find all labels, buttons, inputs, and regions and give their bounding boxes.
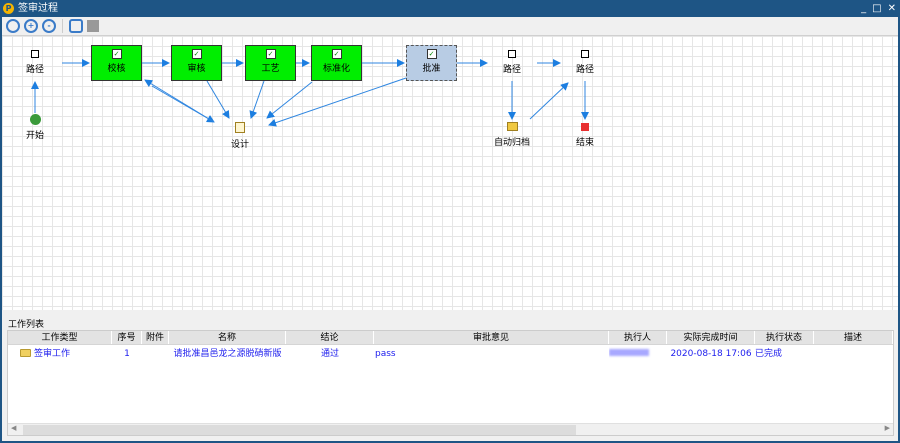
task-icon: ✓ <box>426 49 437 59</box>
node-label: 路径 <box>25 65 44 75</box>
cell-status: 已完成 <box>755 349 783 359</box>
cell-desc <box>814 346 893 362</box>
design-node[interactable]: 设计 <box>225 122 255 150</box>
archive-icon <box>506 122 518 131</box>
worklist-panel: 工作列表 工作类型 序号 附件 名称 结论 审批意见 执行人 实际完成时间 执行… <box>2 310 898 441</box>
route-node-3[interactable]: 路径 <box>570 50 600 75</box>
design-icon <box>235 122 245 133</box>
worklist-table: 工作类型 序号 附件 名称 结论 审批意见 执行人 实际完成时间 执行状态 描述… <box>7 330 894 436</box>
archive-node[interactable]: 自动归档 <box>487 122 537 148</box>
cell-executor <box>609 346 667 362</box>
node-label: 校核 <box>107 64 126 74</box>
column-header[interactable]: 名称 <box>169 331 286 344</box>
scroll-right-icon[interactable]: ▶ <box>884 424 890 432</box>
title-bar: P 签审过程 _ □ ✕ <box>0 0 900 17</box>
task-icon: ✓ <box>265 49 276 59</box>
workflow-edges <box>31 59 589 127</box>
workflow-canvas: 路径 开始 ✓ 校核 ✓ 审核 ✓ 工艺 ✓ 标准化 ✓ 批准 路径 路径 自动归档 结束… <box>2 36 898 310</box>
maximize-button[interactable]: □ <box>872 3 882 14</box>
column-header[interactable]: 结论 <box>286 331 374 344</box>
start-icon <box>29 114 41 125</box>
column-header[interactable]: 实际完成时间 <box>667 331 755 344</box>
cell-seq: 1 <box>124 349 130 359</box>
toolbar: + - <box>2 17 898 36</box>
zoom-in-icon[interactable]: + <box>24 19 38 33</box>
route-icon <box>581 50 589 58</box>
task-icon: ✓ <box>111 49 122 59</box>
zoom-fit-icon[interactable] <box>6 19 20 33</box>
horizontal-scrollbar[interactable]: ◀ ▶ <box>8 423 893 435</box>
table-header: 工作类型 序号 附件 名称 结论 审批意见 执行人 实际完成时间 执行状态 描述 <box>8 331 893 345</box>
task-node-review[interactable]: ✓ 审核 <box>171 45 222 81</box>
cell-finish-time: 2020-08-18 17:06 <box>670 349 752 359</box>
type-text: 签审工作 <box>34 349 71 359</box>
end-icon <box>581 123 589 131</box>
scroll-left-icon[interactable]: ◀ <box>11 424 17 432</box>
task-node-check[interactable]: ✓ 校核 <box>91 45 142 81</box>
cell-type: 签审工作 <box>8 346 112 362</box>
close-button[interactable]: ✕ <box>887 3 896 14</box>
scrollbar-thumb[interactable] <box>23 425 576 435</box>
column-header[interactable]: 描述 <box>814 331 893 344</box>
column-header[interactable]: 审批意见 <box>374 331 609 344</box>
folder-icon <box>20 349 31 357</box>
column-header[interactable]: 执行人 <box>609 331 667 344</box>
task-node-standard[interactable]: ✓ 标准化 <box>311 45 362 81</box>
comment-icon[interactable] <box>87 20 99 32</box>
app-logo-icon: P <box>3 3 14 14</box>
node-label: 路径 <box>502 65 521 75</box>
column-header[interactable]: 执行状态 <box>755 331 814 344</box>
node-label: 批准 <box>422 64 441 74</box>
node-label: 结束 <box>575 138 594 148</box>
node-label: 开始 <box>25 131 44 141</box>
node-label: 标准化 <box>322 64 350 74</box>
column-header[interactable]: 工作类型 <box>8 331 112 344</box>
end-node[interactable]: 结束 <box>570 123 600 148</box>
task-node-process[interactable]: ✓ 工艺 <box>245 45 296 81</box>
column-header[interactable]: 附件 <box>142 331 169 344</box>
node-label: 工艺 <box>261 64 280 74</box>
cell-conclusion: 通过 <box>320 349 339 359</box>
route-icon <box>508 50 516 58</box>
route-icon <box>31 50 39 58</box>
node-label: 路径 <box>575 65 594 75</box>
toolbar-divider <box>62 19 63 33</box>
redacted-executor <box>609 349 649 356</box>
node-label: 审核 <box>187 64 206 74</box>
cell-opinion: pass <box>375 349 396 359</box>
task-icon: ✓ <box>331 49 342 59</box>
cell-name[interactable]: 请批准昌邑龙之源脱硝新版 <box>173 349 282 359</box>
table-row[interactable]: 签审工作 1 请批准昌邑龙之源脱硝新版 通过 pass 2020-08-18 1… <box>8 346 893 362</box>
settings-icon[interactable] <box>69 19 83 33</box>
route-node-1[interactable]: 路径 <box>20 50 50 75</box>
window-title: 签审过程 <box>18 3 58 14</box>
minimize-button[interactable]: _ <box>861 3 867 14</box>
column-header[interactable]: 序号 <box>112 331 142 344</box>
zoom-out-icon[interactable]: - <box>42 19 56 33</box>
worklist-title: 工作列表 <box>8 320 45 330</box>
node-label: 设计 <box>230 140 249 150</box>
node-label: 自动归档 <box>493 138 530 148</box>
task-node-approve[interactable]: ✓ 批准 <box>406 45 457 81</box>
task-icon: ✓ <box>191 49 202 59</box>
route-node-2[interactable]: 路径 <box>497 50 527 75</box>
start-node[interactable]: 开始 <box>20 114 50 141</box>
cell-attachment <box>142 346 169 362</box>
